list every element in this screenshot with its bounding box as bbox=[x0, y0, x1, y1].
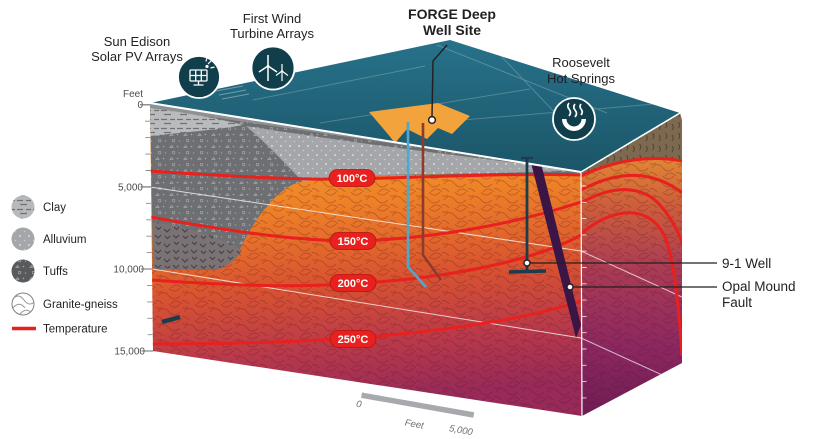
contour-pill-100: 100°C bbox=[328, 169, 376, 187]
right-cross-section bbox=[581, 113, 682, 416]
forge-leader-dot bbox=[427, 115, 437, 125]
callouts: 9-1 Well Opal Mound Fault bbox=[427, 44, 796, 310]
wind-label-line1: First Wind bbox=[243, 11, 302, 26]
legend-label-granite-gneiss: Granite-gneiss bbox=[43, 299, 118, 311]
tuffs-speckle-layer bbox=[150, 103, 581, 270]
surface-top-face bbox=[150, 40, 680, 172]
opal-mound-fault-label-line2: Fault bbox=[722, 295, 752, 310]
forge-site-label-line2: Well Site bbox=[423, 22, 481, 38]
axis-tick-10000: 10,000 bbox=[113, 265, 144, 276]
contour-label-200: 200°C bbox=[338, 278, 369, 290]
legend-item-temperature: Temperature bbox=[12, 324, 108, 336]
minor-ticks bbox=[145, 120, 153, 336]
legend-label-clay: Clay bbox=[43, 202, 66, 214]
opal-mound-fault-label-line1: Opal Mound bbox=[722, 279, 796, 294]
contour-label-250: 250°C bbox=[338, 334, 369, 346]
legend-item-tuffs: Tuffs bbox=[11, 259, 68, 283]
forge-site-label-line1: FORGE Deep bbox=[408, 6, 496, 22]
axis-tick-5000: 5,000 bbox=[118, 183, 143, 194]
contour-label-100: 100°C bbox=[337, 173, 368, 185]
springs-label-line2: Hot Springs bbox=[547, 71, 615, 86]
contour-label-150: 150°C bbox=[338, 236, 369, 248]
legend-label-tuffs: Tuffs bbox=[43, 266, 68, 278]
springs-label-line1: Roosevelt bbox=[552, 55, 610, 70]
hot-springs-icon bbox=[552, 97, 596, 141]
production-well-red bbox=[421, 123, 443, 281]
deep-well-marker bbox=[161, 314, 181, 325]
forge-wells bbox=[406, 122, 443, 288]
well-9-1-leader-dot bbox=[523, 259, 531, 267]
wind-label-line2: Turbine Arrays bbox=[230, 26, 315, 41]
solar-panel-icon bbox=[177, 55, 221, 99]
legend-item-clay: Clay bbox=[11, 195, 66, 219]
axis-tick-0: 0 bbox=[137, 100, 143, 111]
axis-unit-label: Feet bbox=[123, 89, 143, 100]
forge-well-pad bbox=[369, 103, 470, 143]
scale-start-label: 0 bbox=[355, 399, 363, 411]
well-9-1-label: 9-1 Well bbox=[722, 256, 771, 271]
fault-leader-dot bbox=[566, 283, 574, 291]
injection-well-blue bbox=[406, 122, 427, 288]
depth-gridlines-front bbox=[150, 186, 582, 339]
opal-mound-fault bbox=[530, 159, 581, 338]
wind-turbine-icon bbox=[250, 45, 296, 91]
legend: Clay Alluvium Tuffs Granite-gneiss Tempe… bbox=[11, 195, 118, 336]
major-ticks bbox=[140, 104, 154, 352]
contour-labels: 100°C 150°C 200°C 250°C bbox=[328, 169, 377, 348]
scale-unit-label: Feet bbox=[404, 417, 425, 431]
axis-tick-15000: 15,000 bbox=[114, 347, 145, 358]
scale-end-label: 5,000 bbox=[448, 423, 474, 438]
depth-axis: Feet 0 5,000 10,000 15,000 bbox=[113, 89, 154, 358]
well-9-1 bbox=[508, 156, 547, 274]
surface-labels: Sun Edison Solar PV Arrays First Wind Tu… bbox=[91, 6, 615, 86]
temperature-contours-right bbox=[581, 157, 682, 357]
corner-depth-ticks bbox=[581, 185, 587, 399]
forge-leader-line bbox=[431, 44, 448, 118]
solar-label-line1: Sun Edison bbox=[104, 34, 171, 49]
block-edges bbox=[149, 102, 681, 417]
scale-bar: 0 Feet 5,000 bbox=[355, 392, 475, 438]
contour-pill-150: 150°C bbox=[329, 232, 377, 250]
legend-item-granite-gneiss: Granite-gneiss bbox=[11, 292, 118, 316]
contour-pill-200: 200°C bbox=[329, 274, 377, 292]
legend-label-alluvium: Alluvium bbox=[43, 234, 86, 246]
legend-item-alluvium: Alluvium bbox=[11, 227, 86, 251]
contour-pill-250: 250°C bbox=[329, 330, 377, 348]
solar-label-line2: Solar PV Arrays bbox=[91, 49, 183, 64]
surface-icons bbox=[177, 45, 596, 141]
legend-label-temperature: Temperature bbox=[43, 324, 108, 336]
